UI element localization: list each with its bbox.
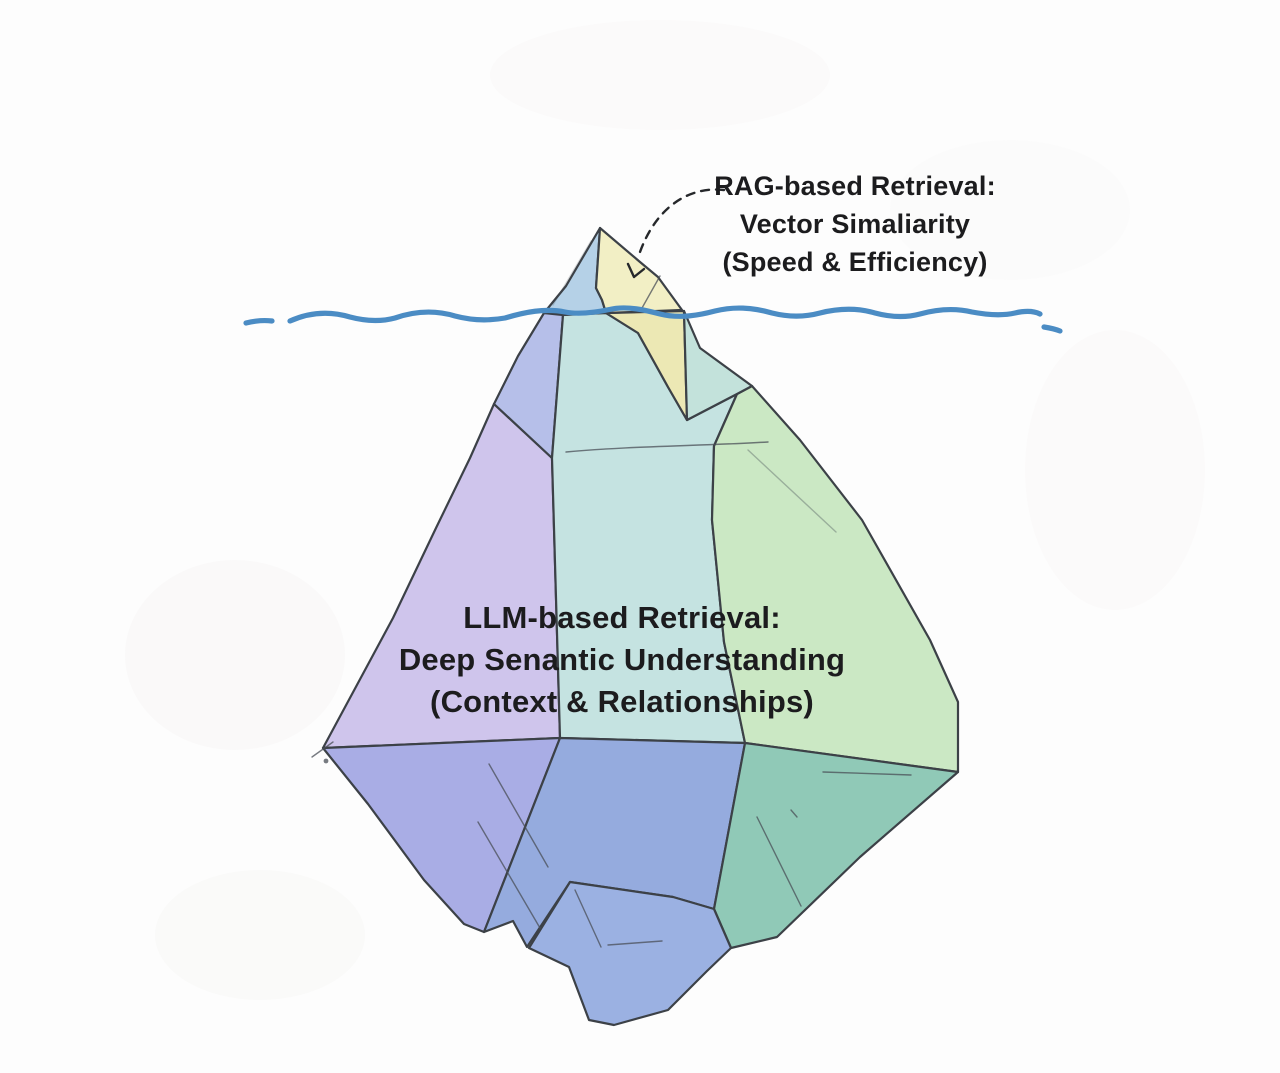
rag-label: RAG-based Retrieval: Vector Simaliarity … (714, 167, 996, 281)
rag-label-line1: RAG-based Retrieval: (714, 171, 996, 201)
llm-label-line1: LLM-based Retrieval: (463, 600, 781, 635)
llm-label: LLM-based Retrieval: Deep Senantic Under… (399, 597, 845, 723)
smudge (1025, 330, 1205, 610)
arrow-head (626, 262, 646, 279)
facet-periwinkle-strip (492, 311, 565, 460)
water-line-main (287, 305, 1043, 324)
crease-tail-2 (607, 940, 663, 946)
facet-bottom-tail (527, 880, 733, 1027)
sketch-left-edge (552, 240, 592, 306)
rag-label-line3: (Speed & Efficiency) (722, 247, 988, 277)
facet-tip-yellow (594, 226, 684, 315)
smudge (490, 20, 830, 130)
crease-green-2 (747, 449, 837, 533)
water-line-dash-left (243, 318, 275, 326)
sketch-details (311, 240, 912, 948)
crease-lavender-bottom-2 (477, 821, 541, 929)
smudge (155, 870, 365, 1000)
arrow-curve (638, 188, 726, 254)
llm-label-line2: Deep Senantic Understanding (398, 642, 846, 677)
crease-tail-1 (574, 889, 602, 948)
iceberg-body (321, 226, 960, 1027)
overshoot-left-point (311, 741, 334, 758)
tick-mark (790, 809, 798, 818)
rag-label-line2: Vector Simaliarity (739, 209, 971, 239)
facet-teal-lower-right (712, 741, 960, 950)
ink-dot (323, 758, 329, 764)
crease-teal-lower (756, 816, 802, 907)
smudge (125, 560, 345, 750)
water-line-dash-right (1041, 324, 1063, 334)
crease-teal-center (565, 441, 769, 453)
water-line (243, 305, 1063, 334)
llm-label-line3: (Context & Relationships) (430, 684, 814, 719)
facet-teal-corner (682, 309, 754, 422)
crease-green-1 (822, 771, 912, 776)
crease-lavender-bottom-1 (488, 763, 549, 868)
annotation-arrow (626, 188, 726, 279)
crease-tip-yellow (641, 275, 661, 309)
